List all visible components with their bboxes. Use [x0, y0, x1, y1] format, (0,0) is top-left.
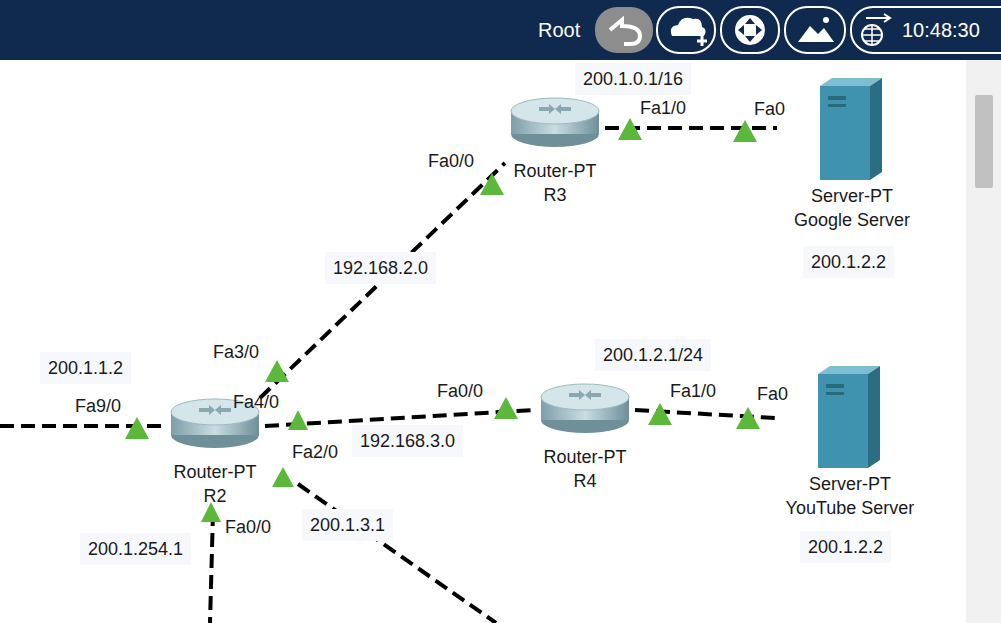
device-name: R4: [573, 469, 596, 493]
device-label-row: Server-PT: [777, 184, 927, 208]
interface-label: Fa0: [754, 98, 785, 120]
device-label-row: Router-PT: [535, 445, 635, 469]
interface-label: Fa0/0: [428, 150, 474, 172]
device-label-row: R2: [165, 484, 265, 508]
interface-label: Fa0/0: [225, 516, 271, 538]
image-button: [785, 7, 845, 53]
device-name: Google Server: [794, 208, 910, 232]
router-icon: [539, 383, 631, 435]
server-device: Server-PTYouTube Server: [775, 366, 925, 520]
router-device: Router-PTR3: [505, 97, 605, 207]
offscreen-links: [0, 426, 496, 623]
ip-address-label: 200.1.2.1/24: [595, 339, 711, 371]
ip-address-label: 200.1.1.2: [40, 352, 131, 384]
interface-label: Fa2/0: [292, 441, 338, 463]
interface-label: Fa9/0: [75, 395, 121, 417]
device-model: Server-PT: [809, 472, 891, 496]
ip-address-label: 200.1.2.2: [803, 246, 894, 278]
device-model: Router-PT: [543, 445, 626, 469]
device-label-row: YouTube Server: [775, 496, 925, 520]
interface-label: Fa3/0: [213, 341, 259, 363]
interface-label: Fa4/0: [233, 391, 279, 413]
device-model: Server-PT: [811, 184, 893, 208]
network-link: [265, 410, 535, 426]
interface-label: Fa0: [757, 383, 788, 405]
router-device: Router-PTR2: [165, 398, 265, 508]
device-label-row: R3: [505, 183, 605, 207]
device-name: YouTube Server: [786, 496, 915, 520]
toolbar-text: 10:48:30: [902, 18, 980, 42]
network-address-label: 192.168.3.0: [352, 425, 463, 457]
server-icon: [820, 78, 884, 180]
device-label-row: Router-PT: [505, 159, 605, 183]
move-button: [721, 7, 779, 53]
server-icon: [818, 366, 882, 468]
scrollbar-thumb: [975, 95, 993, 188]
router-device: Router-PTR4: [535, 383, 635, 493]
device-model: Router-PT: [513, 159, 596, 183]
device-label-row: Google Server: [777, 208, 927, 232]
router-icon: [509, 97, 601, 149]
simulation-button: [851, 7, 1001, 53]
interface-label: Fa1/0: [670, 380, 716, 402]
device-name: R3: [543, 183, 566, 207]
interface-label: Fa1/0: [640, 97, 686, 119]
device-label-row: Router-PT: [165, 460, 265, 484]
ip-address-label: 200.1.0.1/16: [575, 63, 691, 95]
network-address-label: 192.168.2.0: [325, 252, 436, 284]
undo-button: [595, 7, 653, 53]
device-name: R2: [203, 484, 226, 508]
cloud-button: [657, 7, 715, 53]
device-label-row: Server-PT: [775, 472, 925, 496]
scrollbar-track: [966, 60, 1001, 623]
ip-address-label: 200.1.2.2: [800, 531, 891, 563]
toolbar-text: Root: [538, 18, 580, 42]
server-device: Server-PTGoogle Server: [777, 78, 927, 232]
interface-label: Fa0/0: [437, 380, 483, 402]
ip-address-label: 200.1.254.1: [80, 533, 191, 565]
link-status-light: [125, 118, 760, 522]
device-model: Router-PT: [173, 460, 256, 484]
network-link: [260, 163, 505, 398]
ip-address-label: 200.1.3.1: [302, 509, 393, 541]
device-label-row: R4: [535, 469, 635, 493]
